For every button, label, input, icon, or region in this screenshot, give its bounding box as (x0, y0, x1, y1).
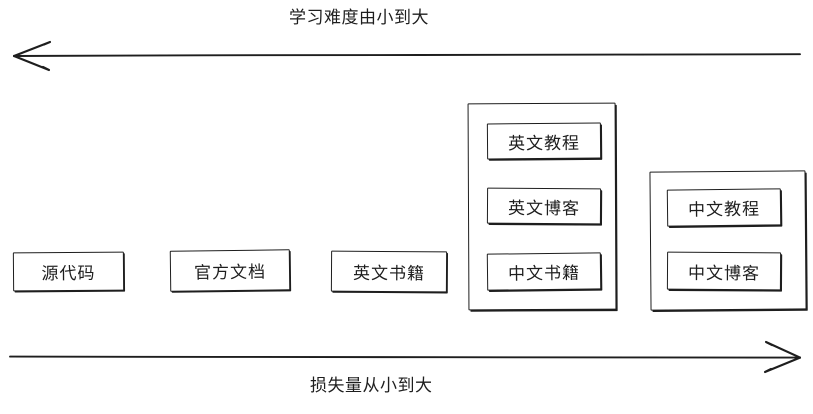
node-label: 官方文档 (193, 262, 267, 284)
bottom-arrow-right-icon (9, 340, 802, 374)
node-chinese-tutorial[interactable]: 中文教程 (666, 188, 782, 227)
node-label: 中文教程 (687, 199, 761, 221)
node-label: 源代码 (41, 263, 96, 285)
node-english-blog[interactable]: 英文博客 (486, 187, 602, 225)
bottom-axis-label: 损失量从小到大 (310, 376, 433, 396)
node-source-code[interactable]: 源代码 (12, 251, 125, 292)
top-axis-label: 学习难度由小到大 (289, 8, 429, 28)
node-label: 中文博客 (687, 263, 761, 284)
node-label: 英文教程 (507, 133, 581, 154)
node-official-docs[interactable]: 官方文档 (169, 249, 291, 292)
node-label: 中文书籍 (507, 263, 581, 285)
node-label: 英文博客 (507, 198, 581, 219)
top-arrow-left-icon (12, 40, 801, 72)
node-english-books[interactable]: 英文书籍 (330, 250, 448, 293)
node-chinese-books[interactable]: 中文书籍 (486, 252, 602, 291)
node-label: 英文书籍 (352, 263, 426, 285)
node-english-tutorial[interactable]: 英文教程 (486, 122, 602, 160)
node-chinese-blog[interactable]: 中文博客 (666, 251, 782, 291)
